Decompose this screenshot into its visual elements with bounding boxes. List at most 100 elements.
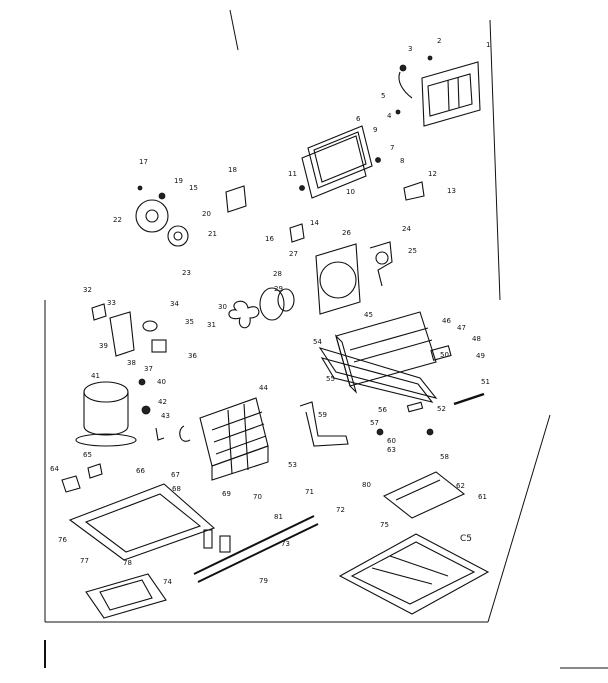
part-number-label: 80 (362, 481, 371, 489)
part-number-label: 61 (478, 493, 487, 501)
part-tubing (299, 401, 434, 447)
part-compressor (75, 378, 165, 447)
part-number-label: 30 (218, 303, 227, 311)
part-number-label: 63 (387, 446, 396, 454)
part-number-label: 52 (437, 405, 446, 413)
part-number-label: 57 (370, 419, 379, 427)
part-side-rails (193, 515, 319, 583)
part-number-label: 48 (472, 335, 481, 343)
part-number-label: 35 (185, 318, 194, 326)
part-number-label: 42 (158, 398, 167, 406)
part-number-label: 49 (476, 352, 485, 360)
part-number-label: 72 (336, 506, 345, 514)
part-number-label: 75 (380, 521, 389, 529)
part-number-label: 7 (390, 144, 394, 152)
part-number-label: 67 (171, 471, 180, 479)
part-number-label: 81 (274, 513, 283, 521)
part-base-rails (61, 463, 216, 561)
part-number-label: 78 (123, 559, 132, 567)
part-number-label: 33 (107, 299, 116, 307)
part-number-label: 1 (486, 41, 490, 49)
part-number-label: 6 (356, 115, 361, 123)
part-number-label: 38 (127, 359, 136, 367)
part-number-label: 71 (305, 488, 314, 496)
part-number-label: 54 (313, 338, 322, 346)
part-number-label: 12 (428, 170, 437, 178)
part-filter-screen (85, 573, 167, 619)
part-number-label: 20 (202, 210, 211, 218)
part-number-label: 40 (157, 378, 166, 386)
part-number-label: 5 (381, 92, 385, 100)
part-number-label: 45 (364, 311, 373, 319)
part-louver-brackets (225, 157, 425, 243)
part-number-label: 62 (456, 482, 465, 490)
part-number-label: 60 (387, 437, 396, 445)
part-number-label: 50 (440, 351, 449, 359)
part-number-label: 2 (437, 37, 441, 45)
part-number-label: 3 (408, 45, 412, 53)
part-number-label: 13 (447, 187, 456, 195)
part-number-label: 14 (310, 219, 319, 227)
part-number-label: 51 (481, 378, 490, 386)
part-filter-frame (301, 125, 373, 199)
part-number-label: 25 (408, 247, 417, 255)
part-number-label: 10 (346, 188, 355, 196)
part-number-label: 15 (189, 184, 198, 192)
part-number-label: 69 (222, 490, 231, 498)
part-number-label: 37 (144, 365, 153, 373)
part-number-label: 66 (136, 467, 145, 475)
part-number-label: 79 (259, 577, 268, 585)
part-number-label: 73 (281, 540, 290, 548)
part-number-label: 46 (442, 317, 451, 325)
part-number-label: 26 (342, 229, 351, 237)
part-number-label: 77 (80, 557, 89, 565)
diagram-frame (44, 9, 608, 669)
part-number-label: 17 (139, 158, 148, 166)
part-number-label: 76 (58, 536, 67, 544)
part-cover-bracket (382, 471, 466, 519)
part-number-label: 24 (402, 225, 411, 233)
part-knob-switch (395, 55, 433, 115)
part-number-label: 64 (50, 465, 59, 473)
part-number-label: 29 (274, 285, 283, 293)
part-number-label: 4 (387, 112, 392, 120)
part-number-label: 68 (172, 485, 181, 493)
part-fan-shroud (315, 241, 393, 315)
part-number-label: 23 (182, 269, 191, 277)
part-number-label: 9 (373, 126, 377, 134)
part-number-label: 31 (207, 321, 216, 329)
part-number-label: 21 (208, 230, 217, 238)
part-number-label: 56 (378, 406, 387, 414)
part-chassis-base (334, 311, 437, 394)
part-number-label: 8 (400, 157, 404, 165)
diagram-code: C5 (460, 534, 472, 544)
part-number-label: 36 (188, 352, 197, 360)
part-number-label: 18 (228, 166, 237, 174)
part-number-label: 32 (83, 286, 92, 294)
part-number-label: 44 (259, 384, 268, 392)
part-drain-pan (318, 345, 485, 413)
part-number-label: 22 (113, 216, 122, 224)
part-number-label: 34 (170, 300, 179, 308)
part-number-label: 53 (288, 461, 297, 469)
part-number-label: 19 (174, 177, 183, 185)
part-control-panel (421, 61, 481, 127)
part-number-label: 43 (161, 412, 170, 420)
part-fan-motor (228, 287, 295, 329)
part-number-label: 70 (253, 493, 262, 501)
part-number-label: 27 (289, 250, 298, 258)
part-number-label: 58 (440, 453, 449, 461)
part-number-label: 74 (163, 578, 172, 586)
part-front-grille (338, 533, 490, 615)
part-evaporator-coil (179, 397, 269, 481)
part-number-label: 47 (457, 324, 466, 332)
part-number-label: 55 (326, 375, 335, 383)
part-number-label: 39 (99, 342, 108, 350)
part-number-label: 28 (273, 270, 282, 278)
part-number-label: 11 (288, 170, 297, 178)
part-motor-mount (91, 303, 167, 357)
part-number-label: 16 (265, 235, 274, 243)
part-number-label: 59 (318, 411, 327, 419)
